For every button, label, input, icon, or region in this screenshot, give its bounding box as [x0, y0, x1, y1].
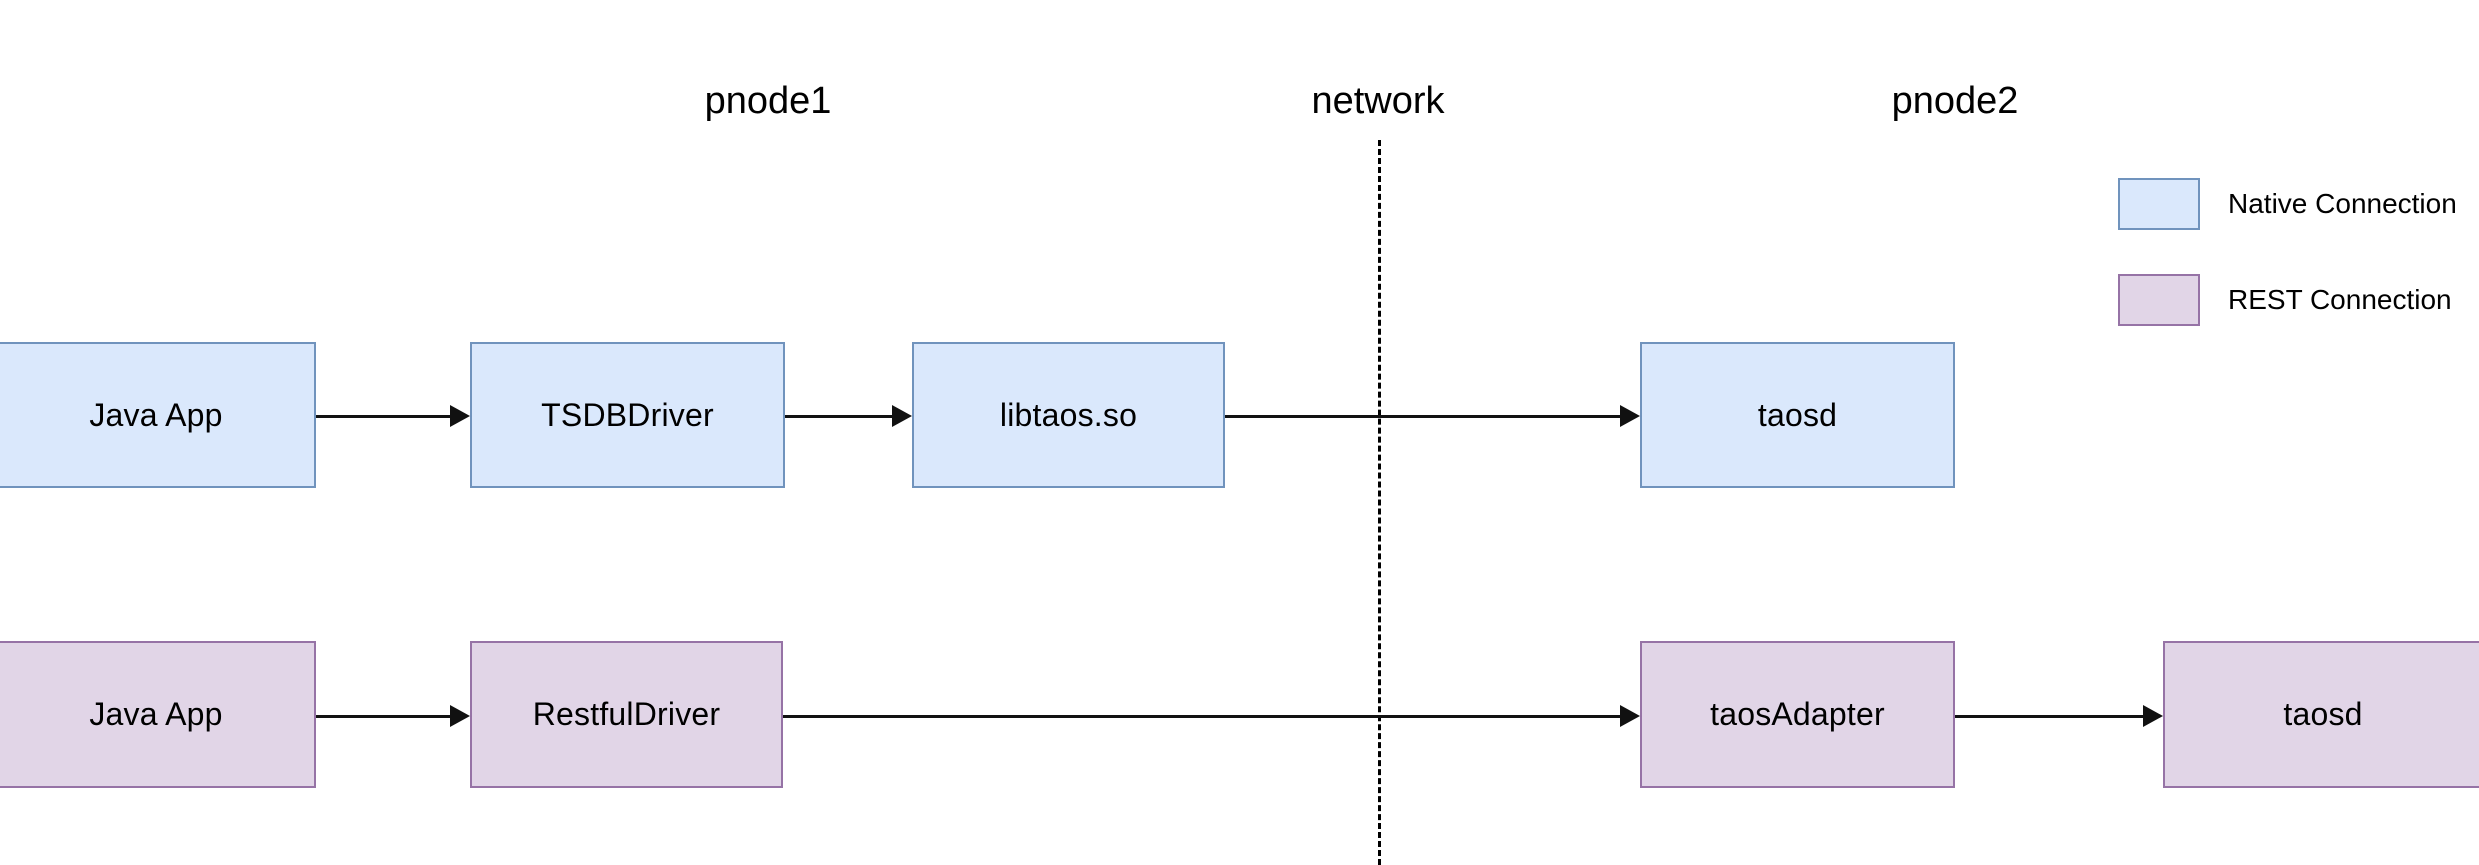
edge-tsdbdriver-libtaos-arrowhead — [892, 405, 912, 427]
zone-label-pnode2: pnode2 — [1891, 80, 2019, 122]
edge-libtaos-taosd — [1225, 415, 1624, 418]
edge-javaapp-tsdbdriver — [316, 415, 454, 418]
edge-javaapp-restfuldriver — [316, 715, 454, 718]
node-java-app-native: Java App — [0, 342, 316, 488]
edge-javaapp-restfuldriver-arrowhead — [450, 705, 470, 727]
network-divider — [1378, 140, 1381, 865]
node-label: Java App — [89, 696, 223, 732]
edge-javaapp-tsdbdriver-arrowhead — [450, 405, 470, 427]
edge-taosadapter-taosd-arrowhead — [2143, 705, 2163, 727]
node-taos-adapter: taosAdapter — [1640, 641, 1955, 788]
legend-rest-label: REST Connection — [2228, 284, 2452, 315]
edge-tsdbdriver-libtaos — [785, 415, 896, 418]
node-taosd-rest: taosd — [2163, 641, 2479, 788]
edge-restfuldriver-taosadapter-arrowhead — [1620, 705, 1640, 727]
node-taosd-native: taosd — [1640, 342, 1955, 488]
node-label: taosd — [2283, 696, 2363, 732]
edge-restfuldriver-taosadapter — [783, 715, 1624, 718]
node-label: Java App — [89, 396, 223, 433]
node-label: TSDBDriver — [541, 396, 714, 433]
legend-native-swatch — [2118, 178, 2200, 230]
legend-native: Native Connection — [2118, 178, 2457, 230]
legend-rest-swatch — [2118, 274, 2200, 326]
edge-taosadapter-taosd — [1955, 715, 2147, 718]
node-label: libtaos.so — [999, 396, 1138, 433]
edge-libtaos-taosd-arrowhead — [1620, 405, 1640, 427]
legend-native-label: Native Connection — [2228, 188, 2457, 219]
node-java-app-rest: Java App — [0, 641, 316, 788]
zone-label-network: network — [1311, 80, 1445, 122]
node-restful-driver: RestfulDriver — [470, 641, 783, 788]
zone-label-pnode1: pnode1 — [704, 80, 832, 122]
node-tsdb-driver: TSDBDriver — [470, 342, 785, 488]
node-label: taosd — [1757, 396, 1838, 433]
legend-rest: REST Connection — [2118, 274, 2452, 326]
node-label: taosAdapter — [1710, 696, 1885, 732]
node-label: RestfulDriver — [532, 696, 721, 732]
node-libtaos-so: libtaos.so — [912, 342, 1225, 488]
